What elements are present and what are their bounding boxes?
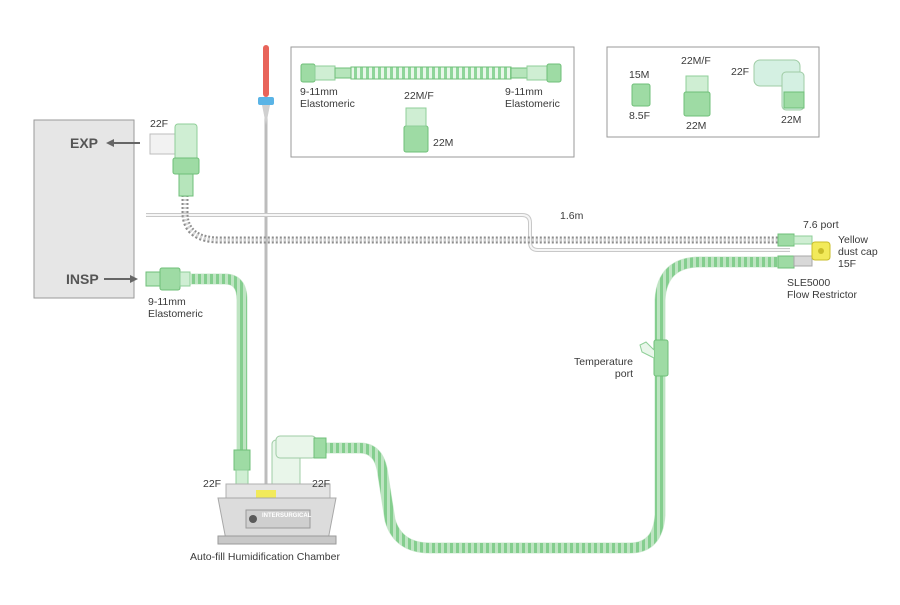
chamber-outlet-elbow — [271, 435, 327, 491]
ventilator-panel — [33, 119, 135, 299]
expiratory-tube — [181, 195, 790, 244]
clamp-icon — [258, 97, 274, 105]
chamber-name-label: Auto-fill Humidification Chamber — [190, 551, 340, 563]
insp-arrow-icon — [104, 275, 138, 283]
adapter-22mf-22m — [403, 107, 429, 153]
exp-label: EXP — [70, 135, 99, 151]
adapter-15m-85f — [631, 83, 651, 107]
box1-adapter-top-label: 22M/F — [404, 90, 434, 102]
inspiratory-connector — [145, 267, 191, 291]
port-76-label: 7.6 port — [803, 219, 839, 231]
tube-length-label: 1.6m — [560, 210, 584, 222]
elbow-22f-22m — [753, 59, 805, 111]
humidification-chamber — [217, 483, 337, 545]
chamber-outlet-22f-label: 22F — [312, 478, 331, 490]
patient-wye-connectors — [777, 233, 831, 269]
fill-line — [146, 213, 790, 252]
exp-arrow-icon — [106, 139, 140, 147]
box2-22f-label: 22F — [731, 66, 750, 78]
adapter-22mf-22m-small — [683, 75, 711, 117]
box1-adapter-bottom-label: 22M — [433, 137, 454, 149]
component-box-1 — [290, 46, 575, 158]
top-22f-label: 22F — [150, 118, 169, 130]
corrugated-tube-sample — [300, 63, 562, 83]
spike-icon — [263, 45, 269, 97]
box2-22m-right-label: 22M — [781, 114, 802, 126]
temperature-port — [639, 339, 669, 377]
box2-85f-label: 8.5F — [629, 110, 651, 122]
insp-label: INSP — [66, 271, 99, 287]
box2-15m-label: 15M — [629, 69, 650, 81]
expiratory-elbow-connector — [149, 123, 200, 197]
chamber-brand-label: INTERSURGICAL — [262, 513, 312, 519]
box2-22mf-label: 22M/F — [681, 55, 711, 67]
box2-22m-mid-label: 22M — [686, 120, 707, 132]
chamber-inlet-22f-label: 22F — [203, 478, 222, 490]
inspiratory-tube-to-chamber — [190, 274, 247, 460]
inspiratory-tube-to-patient — [326, 257, 790, 553]
